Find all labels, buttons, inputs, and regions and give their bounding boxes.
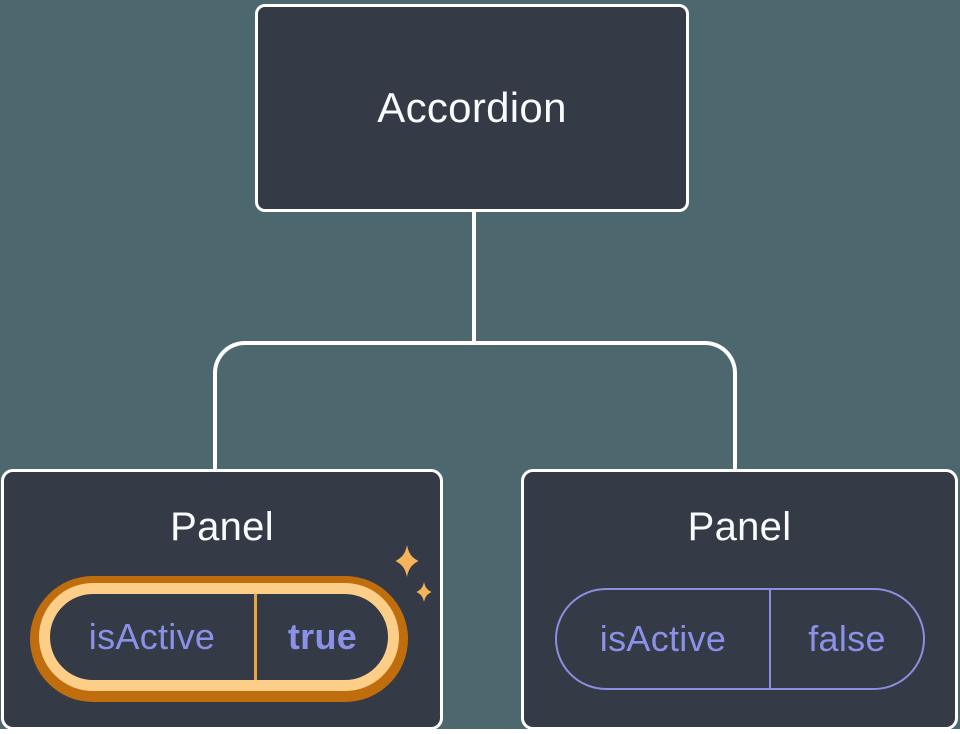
panel-title: Panel: [170, 505, 274, 549]
state-key-label: isActive: [599, 618, 727, 659]
state-key-label: isActive: [88, 616, 216, 657]
accordion-node-label: Accordion: [377, 84, 567, 131]
connector-trunk: [472, 211, 476, 344]
state-pill-active: isActive true: [39, 583, 399, 691]
panel-title: Panel: [687, 505, 792, 549]
state-value-label: true: [287, 616, 358, 657]
pill-divider: [254, 594, 257, 680]
page-bottom-strip: [0, 729, 960, 734]
connector-branches: [213, 341, 737, 470]
accordion-node: Accordion: [255, 4, 689, 212]
state-value-label: false: [808, 618, 886, 659]
sparkles-icon: [395, 545, 432, 602]
pill-divider: [769, 590, 771, 688]
state-pill-inactive: isActive false: [555, 588, 925, 690]
